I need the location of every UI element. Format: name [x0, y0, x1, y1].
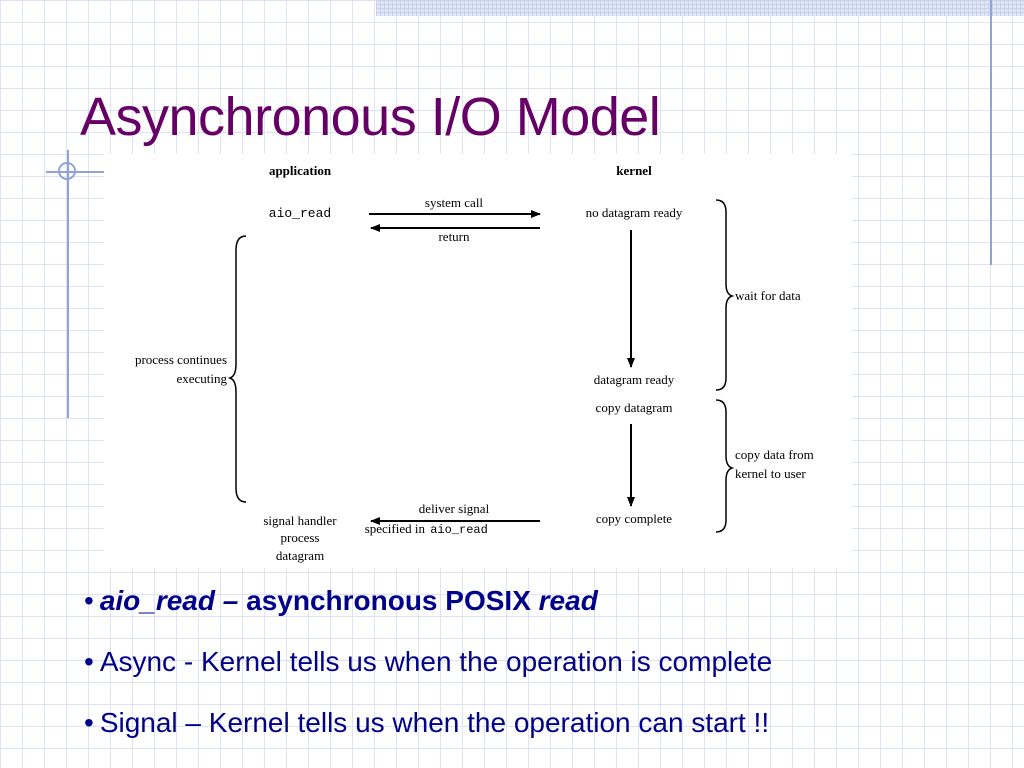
slide-title: Asynchronous I/O Model	[80, 87, 661, 147]
signal-handler-line1: signal handler	[263, 513, 337, 528]
bullet-signal: •Signal – Kernel tells us when the opera…	[84, 702, 984, 744]
bullet-dot: •	[84, 646, 94, 677]
process-continues-line1: process continues	[135, 352, 227, 367]
copy-datagram-label: copy datagram	[596, 400, 673, 415]
bullet-aio-read: •aio_read – asynchronous POSIX read	[84, 580, 984, 622]
wait-for-data-brace	[715, 199, 735, 391]
kernel-header: kernel	[616, 163, 652, 178]
bullet-dot: •	[84, 707, 94, 738]
diagram-svg: application kernel aio_read system call …	[135, 163, 814, 563]
header-band-decoration	[376, 0, 1024, 16]
copy-data-line1: copy data from	[735, 447, 814, 462]
aio-read-call-label: aio_read	[269, 206, 331, 221]
system-call-label: system call	[425, 195, 484, 210]
copy-complete-label: copy complete	[596, 511, 672, 526]
bullet-async: •Async - Kernel tells us when the operat…	[84, 641, 984, 683]
bullet-aio-read-read: read	[538, 585, 598, 616]
bullet-signal-text: Signal – Kernel tells us when the operat…	[99, 707, 770, 738]
datagram-ready-label: datagram ready	[594, 372, 675, 387]
rule-crosshair-circle	[58, 162, 76, 180]
application-header: application	[269, 163, 332, 178]
bullet-async-text: Async - Kernel tells us when the operati…	[99, 646, 773, 677]
wait-for-data-label: wait for data	[735, 288, 801, 303]
bullet-dot: •	[84, 585, 94, 616]
left-vertical-rule	[67, 150, 69, 418]
specified-in-label: specified in	[365, 521, 426, 536]
async-io-diagram: application kernel aio_read system call …	[104, 154, 852, 568]
copy-data-line2: kernel to user	[735, 466, 806, 481]
right-vertical-rule	[990, 0, 992, 265]
bullet-aio-read-desc: asynchronous POSIX	[246, 585, 531, 616]
no-datagram-ready-label: no datagram ready	[586, 205, 683, 220]
process-continues-line2: executing	[176, 371, 227, 386]
process-continues-brace	[227, 235, 247, 503]
deliver-signal-label: deliver signal	[419, 501, 490, 516]
copy-data-brace	[715, 399, 735, 533]
bullet-aio-read-term: aio_read –	[99, 585, 239, 616]
specified-in-code: aio_read	[430, 523, 488, 537]
signal-handler-line2: process	[281, 530, 320, 545]
bullet-list: •aio_read – asynchronous POSIX read •Asy…	[84, 580, 984, 763]
signal-handler-line3: datagram	[276, 548, 324, 563]
return-label: return	[438, 229, 470, 244]
